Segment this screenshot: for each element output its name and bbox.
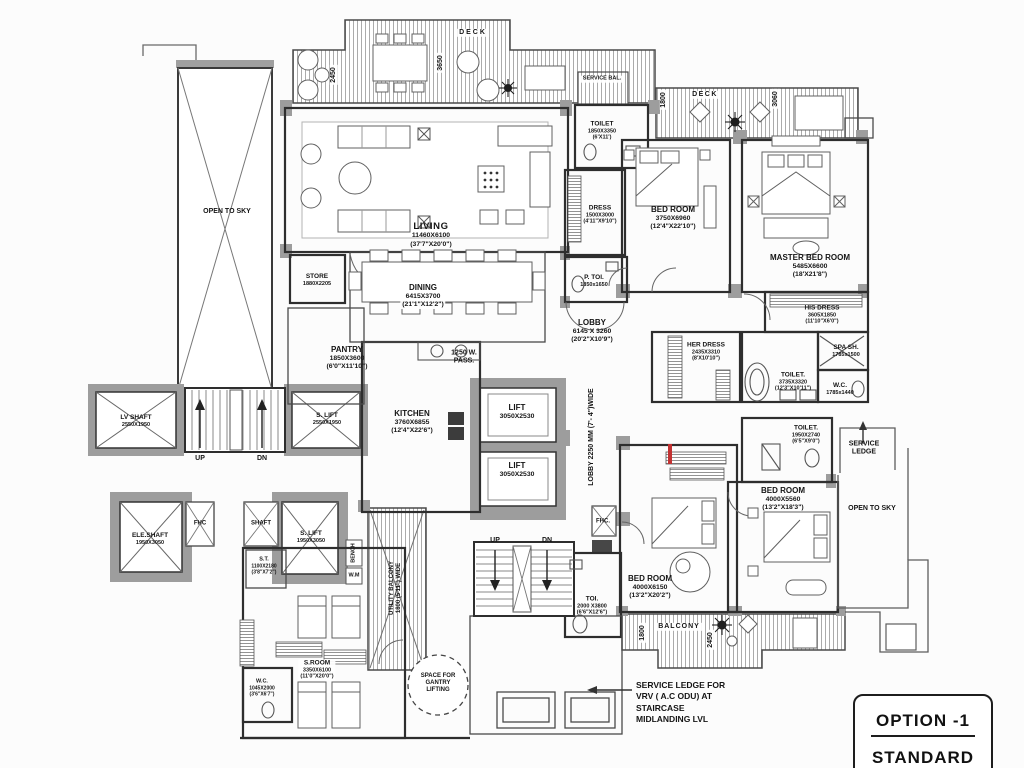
fhc-left-label: FHC <box>193 520 207 527</box>
room-label-toi-staircase: TOI.2000 X3800(6'6"X12'6") <box>576 595 608 616</box>
stairs-center-dn-label: DN <box>541 536 553 544</box>
dim-1800-balcony: 1800 <box>638 623 648 643</box>
fhc-right-label: FHC. <box>596 518 610 525</box>
dim-3060: 3060 <box>771 89 781 109</box>
balcony-label: BALCONY <box>656 622 702 632</box>
service-balcony-label: SERVICE BAL. <box>580 75 624 83</box>
room-label-toilet-master: TOILET.3735X3320(12'3"X10'11") <box>774 371 812 392</box>
title-block: OPTION -1 STANDARD <box>853 694 993 768</box>
option-variant: STANDARD <box>871 748 975 767</box>
deck-top-label: DECK <box>457 28 489 38</box>
stairs-center-up-label: UP <box>490 536 500 544</box>
option-title: OPTION -1 <box>870 711 975 737</box>
room-label-spa-shower: SPA SH.1785x1500 <box>832 343 860 358</box>
room-label-wc-servant: W.C.1045X2000(3'6"X6'7") <box>249 678 275 698</box>
lobby-passage-label: LOBBY 2250 MM (7'- 4")WIDE <box>587 388 595 486</box>
room-label-p-toi: P. TOI.1850x1650 <box>580 273 608 288</box>
deck-right-label: DECK <box>690 90 720 100</box>
stairs-left-dn-label: DN <box>256 454 268 462</box>
room-label-st: S.T.1100X2180(3'8"X7'2") <box>251 556 277 576</box>
bench-label: BENCH <box>350 543 357 563</box>
open-to-sky-right-label: OPEN TO SKY <box>848 504 896 512</box>
dim-2450-top: 2450 <box>329 65 339 85</box>
wm-label: W.M <box>348 572 360 579</box>
open-to-sky-left-label: OPEN TO SKY <box>203 207 251 215</box>
room-label-toilet-bed3: TOILET.1950X2740(6'5"X9'0") <box>791 424 821 445</box>
label-w-pass: 1250 W.PASS. <box>451 349 477 365</box>
shaft-label: SHAFT <box>251 520 271 527</box>
room-label-wc-master: W.C.1785x1440 <box>826 381 854 396</box>
dim-3650: 3650 <box>436 53 446 73</box>
dim-1800-deck: 1800 <box>659 90 669 110</box>
stairs-left-up-label: UP <box>195 454 205 462</box>
dim-2450-balcony: 2450 <box>706 630 716 650</box>
